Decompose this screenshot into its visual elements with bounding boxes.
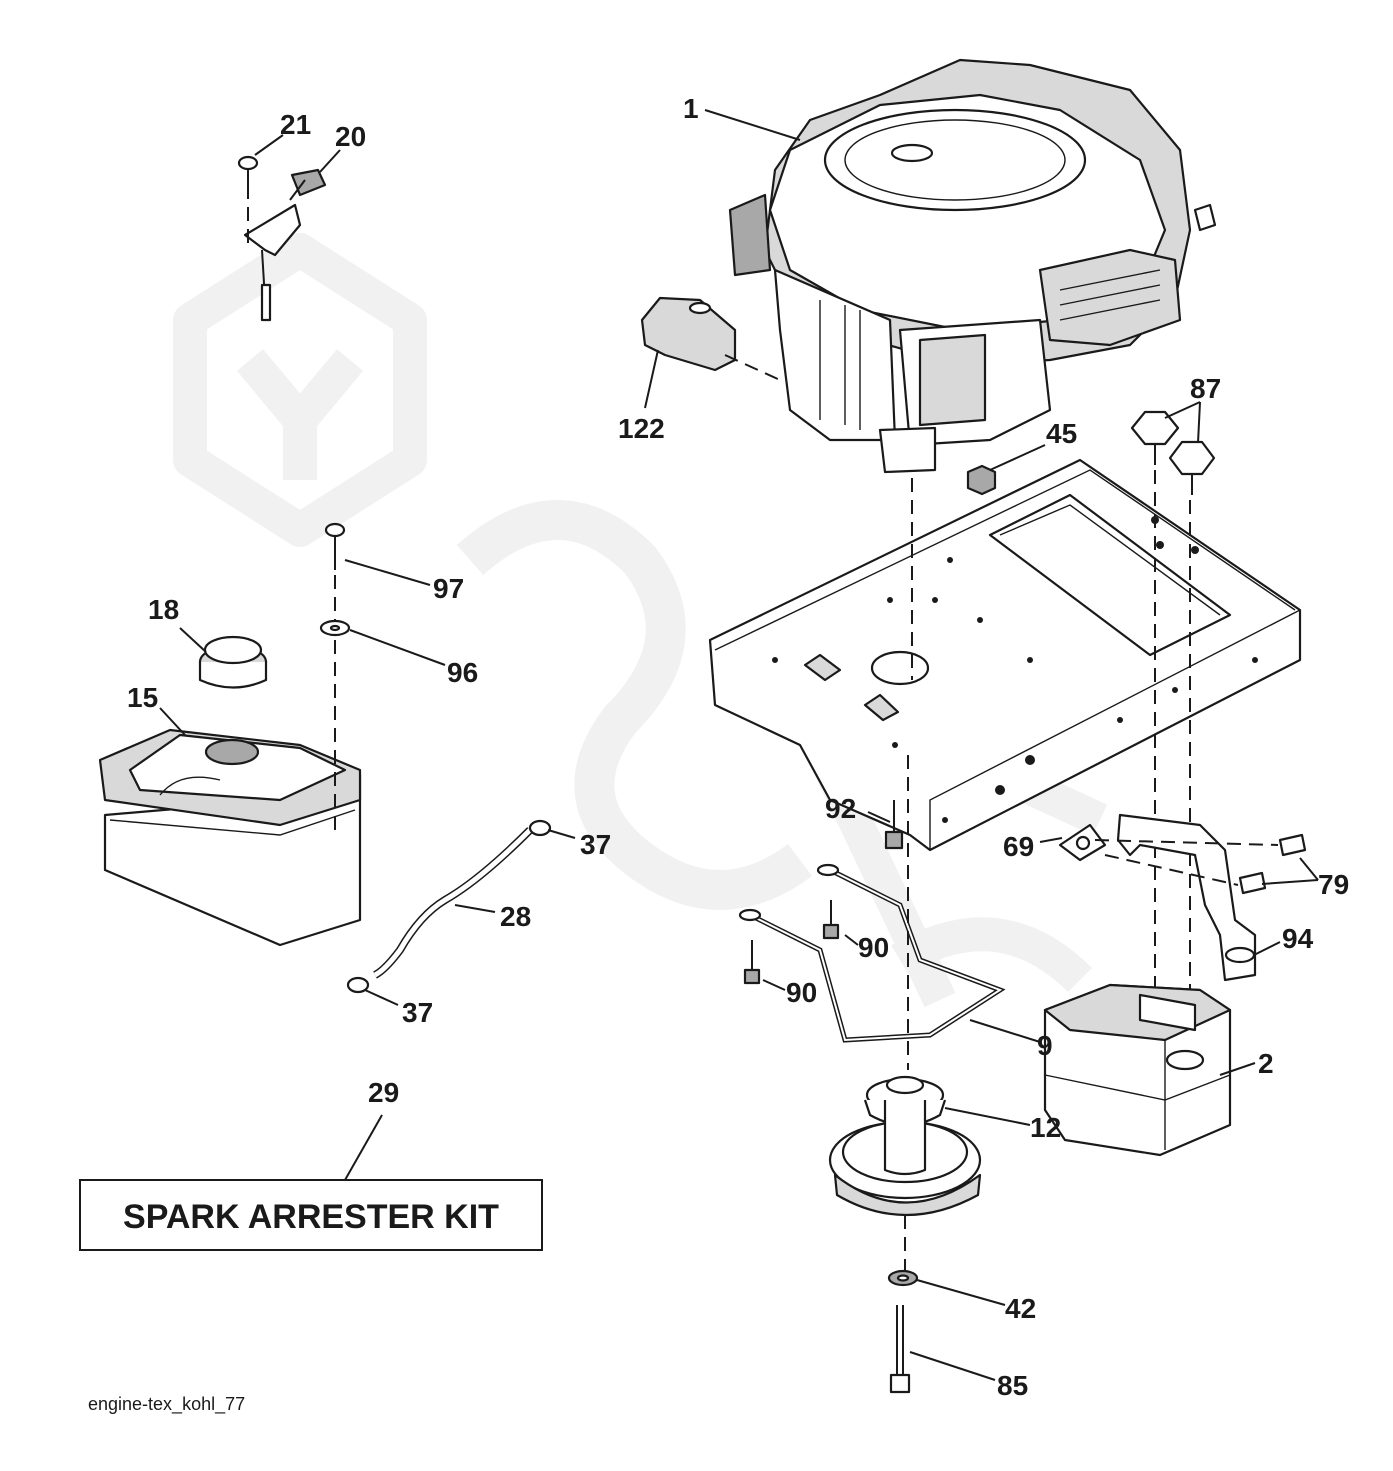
callout-94: 94 xyxy=(1282,923,1314,954)
callout-90-upper: 90 xyxy=(858,932,889,963)
leader-1 xyxy=(704,109,801,141)
part-90-bolt-lower xyxy=(743,940,761,985)
part-20-throttle-control xyxy=(243,168,327,322)
part-15-fuel-tank xyxy=(98,728,362,947)
callout-85: 85 xyxy=(997,1370,1028,1401)
callout-37-lower: 37 xyxy=(402,997,433,1028)
part-9-belt-guide xyxy=(738,863,1006,1043)
part-37-hose-clamp-lower xyxy=(346,976,370,994)
callout-87: 87 xyxy=(1190,373,1221,404)
chassis-plate xyxy=(708,458,1302,852)
callout-79: 79 xyxy=(1318,869,1349,900)
part-37-hose-clamp-upper xyxy=(528,819,552,837)
callout-42: 42 xyxy=(1005,1293,1036,1324)
part-42-washer xyxy=(887,1269,919,1287)
callout-97: 97 xyxy=(433,573,464,604)
part-97-screw xyxy=(324,522,346,570)
part-28-fuel-line xyxy=(373,827,533,979)
callout-1: 1 xyxy=(683,93,699,124)
part-94-exhaust-pipe xyxy=(1116,813,1257,982)
callout-15: 15 xyxy=(127,682,158,713)
part-92-bolt xyxy=(884,800,904,850)
part-85-bolt xyxy=(889,1305,911,1394)
callout-2: 2 xyxy=(1258,1048,1274,1079)
part-79-screws xyxy=(1238,833,1307,895)
engine-assembly xyxy=(728,58,1217,474)
part-96-washer xyxy=(319,619,351,637)
part-69-exhaust-gasket xyxy=(1058,823,1107,862)
callout-12: 12 xyxy=(1030,1112,1061,1143)
callout-122: 122 xyxy=(618,413,665,444)
part-18-fuel-cap xyxy=(198,635,268,689)
callout-45: 45 xyxy=(1046,418,1077,449)
callout-92: 92 xyxy=(825,793,856,824)
callout-9: 9 xyxy=(1037,1030,1053,1061)
callout-18: 18 xyxy=(148,594,179,625)
part-45-nut xyxy=(966,464,997,496)
part-12-pulley xyxy=(828,1075,982,1216)
callout-96: 96 xyxy=(447,657,478,688)
part-21-screw xyxy=(237,155,259,185)
spark-arrester-kit-box xyxy=(79,1179,543,1251)
callout-90-lower: 90 xyxy=(786,977,817,1008)
callout-28: 28 xyxy=(500,901,531,932)
part-87-bolts xyxy=(1130,410,1216,495)
part-2-muffler xyxy=(1043,983,1232,1157)
callout-37-upper: 37 xyxy=(580,829,611,860)
callout-21: 21 xyxy=(280,109,311,140)
part-122-shroud-clip xyxy=(640,296,737,372)
callout-29: 29 xyxy=(368,1077,399,1108)
diagram-footer-label: engine-tex_kohl_77 xyxy=(88,1394,245,1415)
callout-69: 69 xyxy=(1003,831,1034,862)
spark-arrester-kit-label: SPARK ARRESTER KIT xyxy=(123,1198,499,1236)
part-90-bolt-upper xyxy=(822,900,840,940)
callout-20: 20 xyxy=(335,121,366,152)
